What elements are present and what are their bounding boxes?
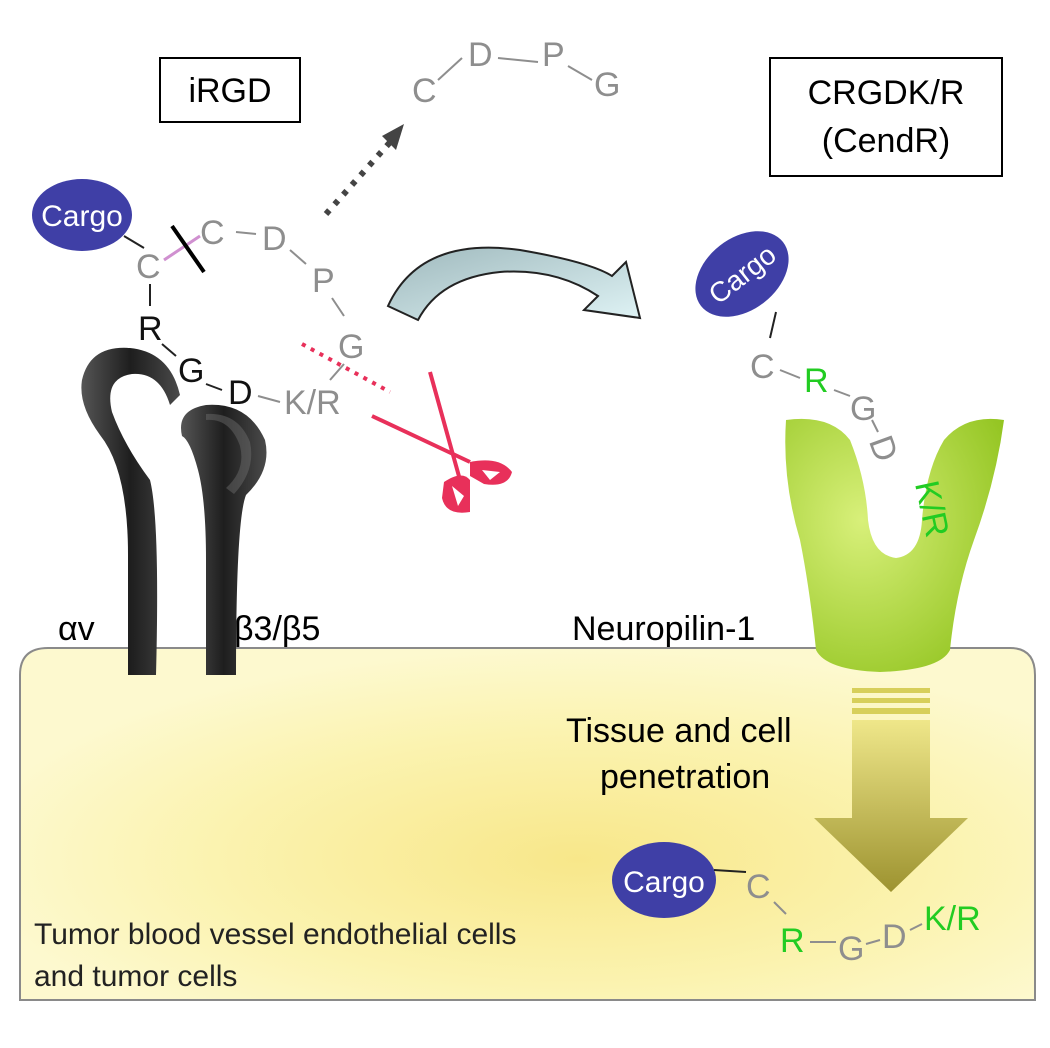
- cargo-internalized-label: Cargo: [623, 866, 705, 899]
- internal-residue-r: R: [780, 922, 805, 960]
- released-residue-p: P: [542, 36, 565, 74]
- cendr-residue-r: R: [804, 362, 829, 400]
- irgd-loop-g: G: [338, 328, 364, 366]
- cendr-bound-peptide: Cargo C R G: [695, 231, 876, 428]
- integrin-receptor: [81, 347, 267, 675]
- released-fragment: C D P G: [412, 36, 620, 110]
- internal-residue-c: C: [746, 868, 771, 906]
- cendr-residue-d: D: [861, 431, 905, 467]
- alpha-v-label: αv: [58, 610, 95, 648]
- irgd-peptide: C C D P G R G D K/R: [136, 214, 364, 422]
- cendr-bound-tail: D K/R: [861, 419, 956, 541]
- internal-residue-d: D: [882, 918, 907, 956]
- penetration-label-line1: Tissue and cell: [566, 712, 792, 750]
- released-residue-d: D: [468, 36, 493, 74]
- cendr-box-line2: (CendR): [822, 122, 950, 160]
- cell-label-line1: Tumor blood vessel endothelial cells: [34, 918, 516, 951]
- irgd-loop-d: D: [262, 220, 287, 258]
- beta-subunit: [181, 404, 267, 675]
- neuropilin-label: Neuropilin-1: [572, 610, 755, 648]
- irgd-loop-c: C: [200, 214, 225, 252]
- cleavage-site: [301, 342, 391, 394]
- irgd-box-label: iRGD: [188, 72, 271, 110]
- cargo-cendr: [695, 231, 789, 317]
- irgd-residue-c: C: [136, 248, 161, 286]
- irgd-residue-kr: K/R: [284, 384, 341, 422]
- tumor-cell-membrane: [19, 647, 1036, 1001]
- scissors-icon: [371, 371, 512, 513]
- curved-arrow-icon: [386, 246, 642, 322]
- cargo-internalized: [612, 842, 716, 918]
- cendr-internalized-peptide: Cargo C R G D K/R: [612, 842, 981, 968]
- cendr-box: [769, 57, 1003, 177]
- cargo-irgd-label: Cargo: [41, 200, 123, 233]
- dotted-arrow-icon: [323, 124, 404, 216]
- down-arrow-icon: [814, 688, 968, 892]
- irgd-residue-r: R: [138, 310, 163, 348]
- cargo-irgd: [32, 179, 132, 251]
- cendr-residue-c: C: [750, 348, 775, 386]
- released-residue-c: C: [412, 72, 437, 110]
- alpha-v-subunit: [81, 347, 180, 675]
- irgd-loop-p: P: [312, 262, 335, 300]
- internal-residue-g: G: [838, 930, 864, 968]
- cendr-box-line1: CRGDK/R: [808, 74, 965, 112]
- penetration-label-line2: penetration: [600, 758, 770, 796]
- disulfide-cut-mark: [170, 224, 206, 274]
- irgd-box: [159, 57, 301, 123]
- cell-label-line2: and tumor cells: [34, 960, 237, 993]
- beta-label: β3/β5: [234, 610, 320, 648]
- internal-residue-kr: K/R: [924, 900, 981, 938]
- irgd-residue-g: G: [178, 352, 204, 390]
- irgd-residue-d: D: [228, 374, 253, 412]
- neuropilin-receptor: [785, 418, 1004, 672]
- released-residue-g: G: [594, 66, 620, 104]
